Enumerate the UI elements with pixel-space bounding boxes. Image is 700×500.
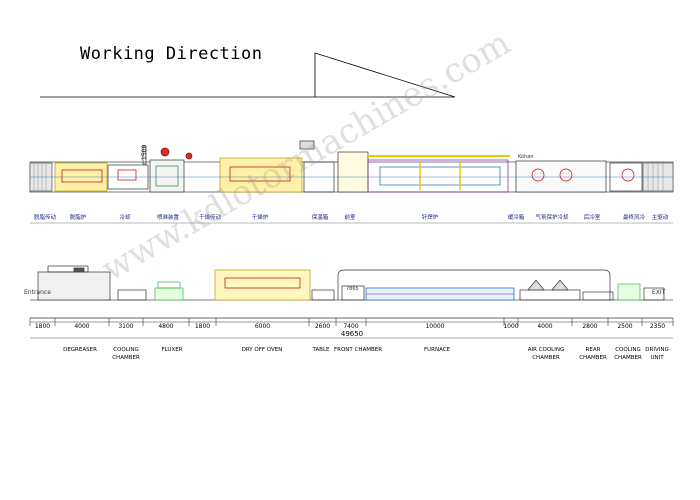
overall-length: 49650 <box>341 330 363 338</box>
section-label-cooling-chamber-1: COOLING <box>113 347 139 353</box>
entrance-label: Entrance <box>24 289 51 296</box>
section-label-cooling-chamber-1: CHAMBER <box>112 355 140 361</box>
plan-view <box>29 140 674 193</box>
section-label-table: TABLE <box>311 347 330 353</box>
dimension-value: 3100 <box>118 323 133 330</box>
cn-label: 前室 <box>344 213 356 221</box>
direction-arrow <box>40 52 456 98</box>
cn-label: 钎焊炉 <box>422 213 439 221</box>
section-label-furnace: FURNACE <box>424 347 451 353</box>
section-label-rear-chamber: REAR <box>586 347 601 353</box>
dimension-value: 1800 <box>35 323 50 330</box>
side-mark: 1500 <box>141 145 148 160</box>
cn-label: 干燥传动 <box>199 213 222 221</box>
section-label-cooling-chamber-2: CHAMBER <box>614 355 642 361</box>
cn-label: 保温箱 <box>312 213 329 221</box>
dimension-line: 1800 4000 3100 4800 1800 6000 2600 7400 10000 100… <box>29 318 674 330</box>
section-label-degreaser: DEGREASER <box>63 347 97 353</box>
dimension-value: 10000 <box>425 323 444 330</box>
dimension-value: 2500 <box>617 323 632 330</box>
cn-label: 缓冷箱 <box>508 213 525 221</box>
dimension-value: 2350 <box>650 323 665 330</box>
dimension-value: 2600 <box>315 323 330 330</box>
cn-label: 气氛保护冷却 <box>535 213 569 221</box>
elevation-view <box>30 265 673 319</box>
dimension-value: 4800 <box>158 323 173 330</box>
section-label-air-cooling-chamber: CHAMBER <box>532 355 560 361</box>
section-label-dry-off-oven: DRY OFF OVEN <box>242 347 283 353</box>
cn-label: 干燥炉 <box>252 213 269 221</box>
dimension-value: 1800 <box>195 323 210 330</box>
dimension-value: 4000 <box>74 323 89 330</box>
cn-label: 冷却 <box>119 213 131 221</box>
plan-mark: Kohan <box>518 154 534 160</box>
dimension-value: 4000 <box>537 323 552 330</box>
section-label-driving-unit: DRIVING <box>645 347 668 353</box>
cn-label: 最终风冷 <box>623 213 646 221</box>
section-label-fluxer: FLUXER <box>161 347 182 353</box>
exit-label: EXIT <box>652 289 666 296</box>
dimension-value: 6000 <box>255 323 270 330</box>
section-label-cooling-chamber-2: COOLING <box>615 347 641 353</box>
cn-label: 主驱动 <box>652 213 669 221</box>
section-label-front-chamber: FRONT CHAMBER <box>334 347 382 353</box>
cn-label: 喷淋装置 <box>157 213 180 221</box>
front-chamber-mark: 7865 <box>346 286 359 292</box>
page-title: Working Direction <box>80 44 263 64</box>
section-label-air-cooling-chamber: AIR COOLING <box>528 347 565 353</box>
dimension-value: 7400 <box>343 323 358 330</box>
dimension-value: 1000 <box>503 323 518 330</box>
section-label-rear-chamber: CHAMBER <box>579 355 607 361</box>
cn-label: 后冷室 <box>584 213 601 221</box>
chinese-section-labels: 脱脂传动 脱脂炉 冷却 喷淋装置 干燥传动 干燥炉 保温箱 前室 钎焊炉 缓冷箱 气氛保护冷却 后冷室… <box>34 213 669 221</box>
dimension-value: 2800 <box>582 323 597 330</box>
cn-label: 脱脂传动 <box>34 213 57 221</box>
section-labels: DEGREASER COOLING CHAMBER FLUXER DRY OFF OVE… <box>63 347 669 361</box>
section-label-driving-unit: UNIT <box>650 355 664 361</box>
cn-label: 脱脂炉 <box>70 213 87 221</box>
